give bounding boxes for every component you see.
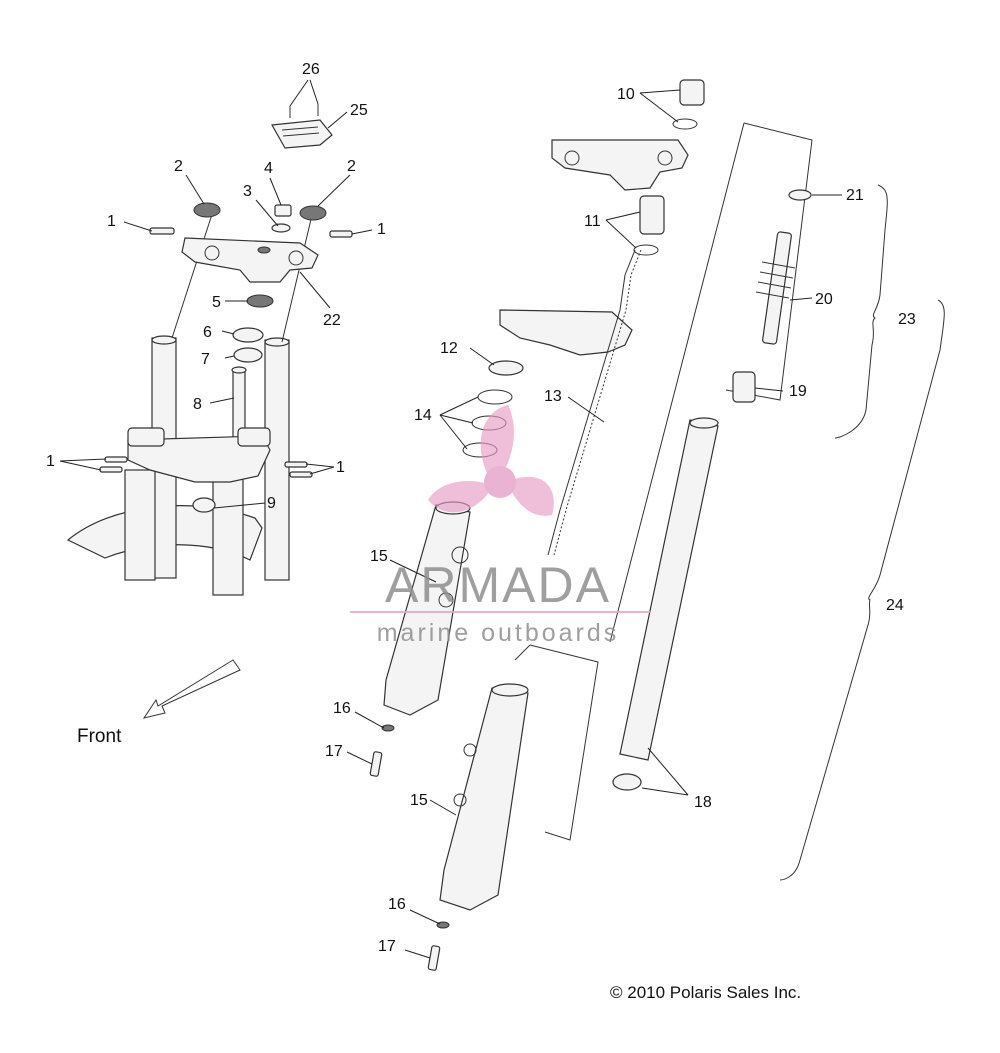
front-label: Front <box>77 726 122 747</box>
leader-lines <box>59 79 842 959</box>
right-slider <box>212 469 244 596</box>
callout-23: 23 <box>898 311 916 328</box>
bracket-lower <box>529 644 599 841</box>
callout-15: 15 <box>370 548 388 565</box>
callout-7: 7 <box>201 351 210 368</box>
front-arrow <box>142 659 241 719</box>
callout-16: 16 <box>388 896 406 913</box>
callout-12: 12 <box>440 340 458 357</box>
inner-tube-18 <box>619 419 719 761</box>
callout-9: 9 <box>267 495 276 512</box>
right-fork-tube <box>264 339 290 581</box>
callout-1: 1 <box>46 453 55 470</box>
callout-21: 21 <box>846 187 864 204</box>
brace-24 <box>779 299 945 881</box>
bushing-9 <box>192 497 216 513</box>
callout-2: 2 <box>347 158 356 175</box>
watermark-brand: ARMADA <box>385 557 611 613</box>
callout-13: 13 <box>544 388 562 405</box>
spring-13 <box>547 249 636 556</box>
callout-11: 11 <box>584 213 601 230</box>
cap-4 <box>274 204 292 217</box>
ring-12 <box>488 360 524 376</box>
lower-clamp-right <box>499 309 633 356</box>
bolt-1-upper-left <box>149 227 175 235</box>
bolt-1-upper-right <box>329 230 353 238</box>
callout-3: 3 <box>243 183 252 200</box>
callout-6: 6 <box>203 324 212 341</box>
upper-triple-clamp <box>181 237 319 283</box>
exploded-fork-assembly <box>369 79 945 971</box>
callout-5: 5 <box>212 294 221 311</box>
callout-10: 10 <box>617 86 635 103</box>
bushing-19 <box>732 371 756 403</box>
callout-1: 1 <box>107 213 116 230</box>
washer-3 <box>271 223 291 233</box>
nut-2-right <box>299 205 327 221</box>
cap-10 <box>679 79 705 106</box>
callout-18: 18 <box>694 794 712 811</box>
callout-14: 14 <box>414 407 432 424</box>
damper-rod-20 <box>762 231 792 345</box>
race-6 <box>232 327 264 343</box>
left-slider <box>124 469 156 581</box>
nut-2-left <box>193 202 221 218</box>
callout-26: 26 <box>302 61 320 78</box>
left-fork-assembly <box>66 104 353 719</box>
bearing-7 <box>233 347 263 363</box>
callout-25: 25 <box>350 102 368 119</box>
callout-16: 16 <box>333 700 351 717</box>
watermark: ARMADA marine outboards <box>350 405 650 647</box>
slider-15-upper <box>383 504 471 716</box>
copyright-notice: © 2010 Polaris Sales Inc. <box>610 983 801 1002</box>
callout-24: 24 <box>886 597 904 614</box>
bracket-upper <box>725 122 813 401</box>
callout-19: 19 <box>789 383 807 400</box>
callout-labels: 26 25 2 2 4 3 1 1 22 5 6 7 8 1 1 9 10 11… <box>46 61 916 955</box>
callout-17: 17 <box>325 743 343 760</box>
callout-15: 15 <box>410 792 428 809</box>
slider-15-lower <box>439 687 529 911</box>
callout-4: 4 <box>264 160 273 177</box>
callout-20: 20 <box>815 291 833 308</box>
callout-22: 22 <box>323 312 341 329</box>
seal-21 <box>788 189 812 201</box>
callout-17: 17 <box>378 938 396 955</box>
nut-5 <box>246 294 274 308</box>
callout-8: 8 <box>193 396 202 413</box>
callout-2: 2 <box>174 158 183 175</box>
callout-1: 1 <box>377 221 386 238</box>
upper-clamp-right <box>551 139 689 191</box>
callout-1: 1 <box>336 459 345 476</box>
propeller-logo <box>428 405 554 516</box>
brace-23 <box>834 184 888 439</box>
bushing-11 <box>639 195 665 235</box>
watermark-tagline: marine outboards <box>377 619 620 647</box>
